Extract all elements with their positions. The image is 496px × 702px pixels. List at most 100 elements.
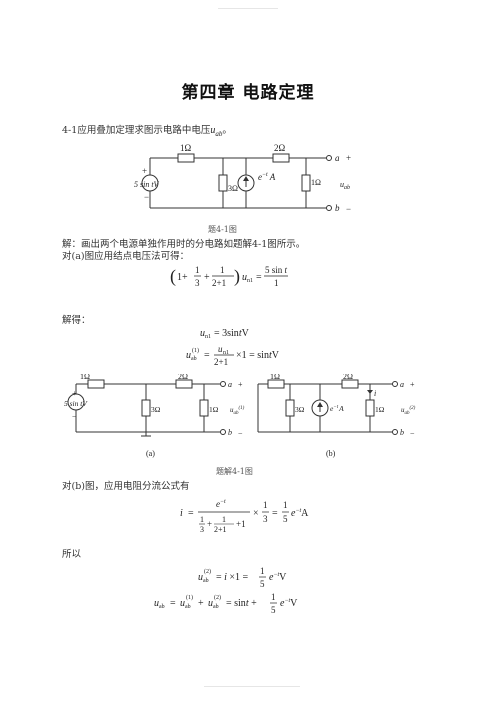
figure-4-1-caption: 题4-1图 bbox=[208, 225, 237, 234]
problem-text: 应用叠加定理求图示电路中电压 bbox=[77, 125, 211, 136]
fig1-b-minus: − bbox=[346, 204, 351, 214]
svg-text:1: 1 bbox=[283, 500, 288, 510]
svg-text:1: 1 bbox=[271, 592, 276, 602]
header-rule bbox=[218, 8, 278, 9]
circuit-b bbox=[257, 379, 398, 435]
svg-text:=: = bbox=[170, 598, 176, 609]
svg-text:u: u bbox=[180, 598, 185, 609]
svg-text:1: 1 bbox=[200, 515, 204, 524]
svg-text:u: u bbox=[208, 598, 213, 609]
svg-text:ab: ab bbox=[159, 604, 165, 610]
solution-line-2: 对(a)图应用结点电压法可得： bbox=[62, 251, 190, 262]
fig2b-r2: 2Ω bbox=[343, 374, 353, 381]
svg-text:u: u bbox=[200, 328, 205, 339]
fig1-vs-minus: − bbox=[144, 192, 149, 202]
svg-text:ab: ab bbox=[203, 578, 209, 584]
fig2a-node-a: a bbox=[228, 380, 232, 389]
fig1-r4-label: 1Ω bbox=[311, 178, 321, 187]
svg-text:=: = bbox=[188, 508, 194, 519]
svg-text:×1 = sintV: ×1 = sintV bbox=[236, 350, 280, 361]
svg-text:ab: ab bbox=[191, 356, 197, 362]
svg-text:1+: 1+ bbox=[177, 272, 188, 283]
fig2b-r1: 1Ω bbox=[270, 374, 280, 381]
svg-text:ab: ab bbox=[213, 604, 219, 610]
footer-rule bbox=[204, 686, 300, 687]
svg-text:×: × bbox=[253, 508, 259, 519]
fig2a-uab: uab(1) bbox=[230, 406, 245, 416]
svg-text:5: 5 bbox=[271, 605, 276, 615]
svg-text:3: 3 bbox=[195, 278, 200, 288]
fig2b-r4: 1Ω bbox=[375, 405, 385, 414]
svg-text:n1: n1 bbox=[223, 350, 229, 356]
fig2a-node-b: b bbox=[228, 428, 232, 437]
fig1-vs-plus: + bbox=[142, 166, 147, 176]
fig2b-is: e−tA bbox=[330, 404, 344, 413]
fig2a-plus: + bbox=[72, 389, 77, 398]
problem-end: 。 bbox=[222, 125, 232, 136]
fig1-a-plus: + bbox=[346, 153, 351, 163]
svg-text:5: 5 bbox=[260, 579, 265, 589]
fig2a-r1: 1Ω bbox=[80, 374, 90, 381]
svg-text:n1: n1 bbox=[247, 278, 253, 284]
problem-statement: 4-1应用叠加定理求图示电路中电压uab。 bbox=[62, 122, 232, 138]
svg-text:+: + bbox=[204, 272, 210, 283]
svg-text:u: u bbox=[198, 572, 203, 583]
svg-text:5: 5 bbox=[283, 514, 288, 524]
fig2a-vs: 5 sin tV bbox=[64, 399, 88, 408]
figure-solution-caption: 题解4-1图 bbox=[216, 467, 253, 476]
svg-text:+: + bbox=[207, 519, 212, 529]
solution-line-b: 对(b)图，应用电阻分流公式有 bbox=[62, 481, 190, 492]
fig1-node-a: a bbox=[335, 153, 340, 163]
fig2a-a-plus: + bbox=[238, 380, 243, 389]
fig1-uab: uab bbox=[340, 180, 350, 191]
fig2a-b-minus: − bbox=[238, 429, 243, 438]
fig1-r2-label: 2Ω bbox=[274, 143, 286, 153]
svg-text:3: 3 bbox=[263, 514, 268, 524]
svg-text:(2): (2) bbox=[204, 568, 211, 575]
fig2b-node-a: a bbox=[400, 380, 404, 389]
fig2b-uab: uab(2) bbox=[401, 406, 416, 416]
svg-text:+1: +1 bbox=[236, 519, 246, 529]
chapter-title: 第四章 电路定理 bbox=[181, 83, 315, 103]
svg-text:1: 1 bbox=[274, 278, 279, 288]
svg-text:1: 1 bbox=[195, 265, 200, 275]
fig2a-r2: 2Ω bbox=[178, 374, 188, 381]
circuit-a bbox=[67, 379, 226, 437]
svg-text:1: 1 bbox=[263, 500, 268, 510]
svg-text:(: ( bbox=[170, 266, 176, 287]
svg-text:1: 1 bbox=[222, 515, 226, 524]
svg-text:+: + bbox=[198, 598, 204, 609]
svg-text:2+1: 2+1 bbox=[212, 278, 226, 288]
fig2b-b-minus: − bbox=[410, 429, 415, 438]
svg-text:= sint +: = sint + bbox=[226, 598, 257, 609]
svg-text:= i ×1 =: = i ×1 = bbox=[216, 572, 249, 583]
fig2a-r3: 3Ω bbox=[151, 405, 161, 414]
svg-text:3: 3 bbox=[200, 525, 204, 534]
svg-text:(1): (1) bbox=[186, 594, 193, 601]
fig2a-r4: 1Ω bbox=[209, 405, 219, 414]
svg-text:=: = bbox=[256, 272, 262, 283]
fig1-r3-label: 3Ω bbox=[228, 184, 238, 193]
svg-text:e−tA: e−tA bbox=[291, 508, 309, 519]
svg-text:e−tV: e−tV bbox=[269, 572, 287, 583]
svg-text:2+1: 2+1 bbox=[214, 357, 228, 367]
svg-text:u: u bbox=[186, 350, 191, 361]
svg-text:5 sin t: 5 sin t bbox=[265, 265, 288, 275]
fig2a-minus: − bbox=[72, 412, 77, 421]
equation-current-i: i = e−t 13 + 12+1 +1 × 13 = 15 e−tA bbox=[180, 499, 309, 534]
svg-text:(2): (2) bbox=[214, 594, 221, 601]
fig2b-i: i bbox=[374, 389, 376, 398]
solution-intro: 解：画出两个电源单独作用时的分电路如题解4-1图所示。 bbox=[62, 239, 306, 250]
fig1-node-b: b bbox=[335, 203, 340, 213]
fig2b-node-b: b bbox=[400, 428, 404, 437]
svg-text:=: = bbox=[272, 508, 278, 519]
fig1-vs-label: 5 sin tV bbox=[134, 180, 160, 189]
solution-solve: 解得： bbox=[62, 315, 91, 326]
svg-text:=: = bbox=[204, 350, 210, 361]
svg-text:e−tV: e−tV bbox=[280, 598, 298, 609]
svg-text:): ) bbox=[234, 266, 240, 287]
